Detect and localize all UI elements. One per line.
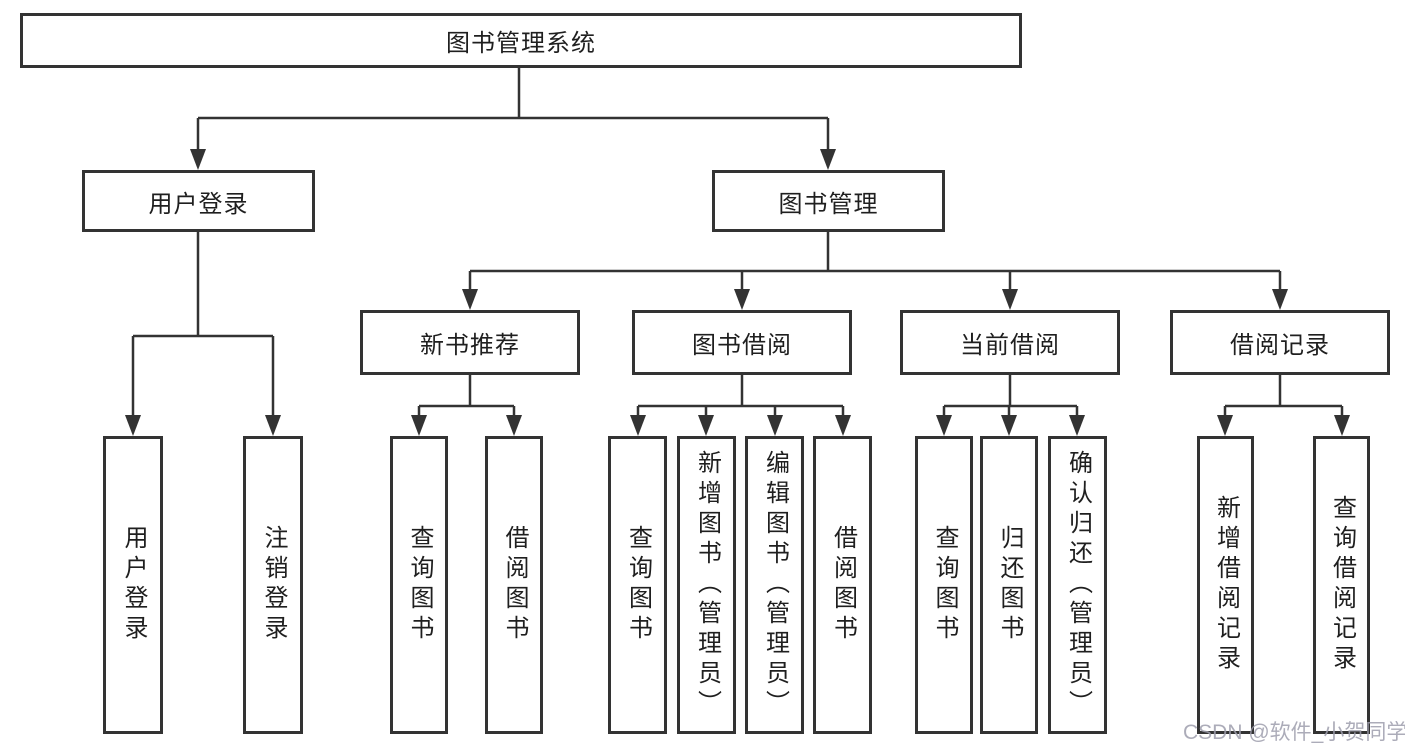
node-current-borrow: 当前借阅 (900, 310, 1120, 375)
watermark: CSDN @软件_小贺同学 (1183, 721, 1405, 744)
leaf-query-books-recommend-label: 查询图书 (406, 525, 433, 645)
leaf-query-borrow-record: 查询借阅记录 (1313, 436, 1370, 734)
node-user-login: 用户登录 (82, 170, 315, 232)
leaf-user-login: 用户登录 (103, 436, 163, 734)
node-current-borrow-label: 当前借阅 (960, 332, 1060, 359)
connector-book-management-branch (468, 232, 1282, 290)
leaf-edit-book-admin-label: 编辑图书（管理员） (761, 450, 789, 720)
connector-new-book-recommend-branch (417, 375, 516, 416)
leaf-add-borrow-record-label: 新增借阅记录 (1212, 495, 1240, 675)
arrow-down-icon (1069, 415, 1085, 436)
leaf-query-books-recommend: 查询图书 (390, 436, 448, 734)
leaf-return-book-label: 归还图书 (996, 525, 1023, 645)
leaf-query-books-borrow-label: 查询图书 (624, 525, 652, 645)
node-borrow-records: 借阅记录 (1170, 310, 1390, 375)
node-book-borrow: 图书借阅 (632, 310, 852, 375)
arrow-down-icon (698, 415, 714, 436)
arrow-down-icon (630, 415, 646, 436)
node-borrow-records-label: 借阅记录 (1230, 332, 1330, 359)
arrow-down-icon (767, 415, 783, 436)
leaf-query-books-current-label: 查询图书 (931, 525, 958, 645)
leaf-logout: 注销登录 (243, 436, 303, 734)
connector-borrow-records-branch (1223, 375, 1344, 416)
arrow-down-icon (1217, 415, 1233, 436)
node-book-management: 图书管理 (712, 170, 945, 232)
arrow-down-icon (1001, 415, 1017, 436)
leaf-add-borrow-record: 新增借阅记录 (1197, 436, 1254, 734)
arrow-down-icon (835, 415, 851, 436)
arrow-down-icon (462, 289, 478, 310)
leaf-borrow-books-recommend-label: 借阅图书 (501, 525, 528, 645)
leaf-query-borrow-record-label: 查询借阅记录 (1328, 495, 1356, 675)
leaf-user-login-label: 用户登录 (120, 525, 147, 645)
leaf-confirm-return-admin: 确认归还（管理员） (1048, 436, 1107, 734)
node-new-book-recommend: 新书推荐 (360, 310, 580, 375)
leaf-borrow-books-borrow-label: 借阅图书 (829, 525, 857, 645)
arrow-down-icon (734, 289, 750, 310)
arrow-down-icon (125, 415, 141, 436)
connector-user-login-branch (131, 232, 275, 416)
arrow-down-icon (190, 149, 206, 170)
leaf-borrow-books-recommend: 借阅图书 (485, 436, 543, 734)
arrow-down-icon (506, 415, 522, 436)
arrow-down-icon (936, 415, 952, 436)
arrow-down-icon (411, 415, 427, 436)
leaf-query-books-current: 查询图书 (915, 436, 973, 734)
leaf-add-book-admin: 新增图书（管理员） (677, 436, 736, 734)
node-root: 图书管理系统 (20, 13, 1022, 68)
connector-current-borrow-branch (942, 375, 1079, 416)
node-root-label: 图书管理系统 (446, 30, 596, 57)
arrow-down-icon (1002, 289, 1018, 310)
arrow-down-icon (265, 415, 281, 436)
connector-root-to-level2 (196, 68, 830, 151)
node-book-management-label: 图书管理 (778, 190, 879, 218)
leaf-add-book-admin-label: 新增图书（管理员） (693, 450, 721, 720)
arrow-down-icon (1272, 289, 1288, 310)
node-user-login-label: 用户登录 (148, 190, 249, 218)
connector-book-borrow-branch (636, 375, 845, 416)
node-new-book-recommend-label: 新书推荐 (420, 332, 520, 359)
arrow-down-icon (820, 149, 836, 170)
leaf-return-book: 归还图书 (980, 436, 1038, 734)
arrow-down-icon (1334, 415, 1350, 436)
node-book-borrow-label: 图书借阅 (692, 332, 792, 359)
leaf-confirm-return-admin-label: 确认归还（管理员） (1064, 450, 1092, 720)
leaf-edit-book-admin: 编辑图书（管理员） (745, 436, 804, 734)
leaf-borrow-books-borrow: 借阅图书 (813, 436, 872, 734)
leaf-logout-label: 注销登录 (260, 525, 287, 645)
leaf-query-books-borrow: 查询图书 (608, 436, 667, 734)
